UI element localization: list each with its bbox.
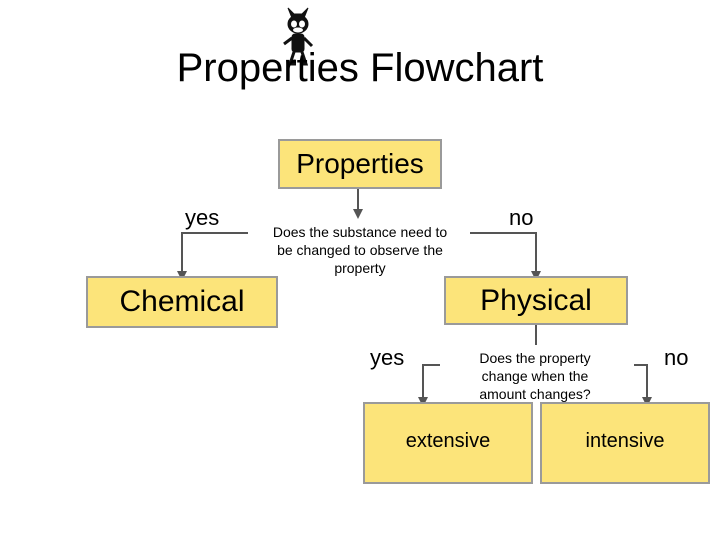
node-intensive-label: intensive <box>586 430 665 453</box>
branch-label-q2-no: no <box>664 345 688 371</box>
branch-label-q1-no: no <box>509 205 533 231</box>
node-physical: Physical <box>444 276 628 325</box>
node-physical-label: Physical <box>480 284 592 318</box>
q2-no-connector <box>634 365 647 402</box>
branch-label-q1-yes: yes <box>185 205 219 231</box>
node-chemical-label: Chemical <box>119 285 244 319</box>
node-chemical: Chemical <box>86 276 278 328</box>
question-amount-change: Does the property change when the amount… <box>460 349 610 403</box>
node-properties-label: Properties <box>296 148 424 180</box>
branch-label-q2-yes: yes <box>370 345 404 371</box>
node-extensive: extensive <box>363 402 533 484</box>
q1-yes-connector <box>182 233 248 276</box>
question-substance-change: Does the substance need to be changed to… <box>270 223 450 277</box>
q1-no-connector <box>470 233 536 276</box>
node-properties: Properties <box>278 139 442 189</box>
node-extensive-label: extensive <box>406 430 491 453</box>
node-intensive: intensive <box>540 402 710 484</box>
q2-yes-connector <box>423 365 440 402</box>
page-title: Properties Flowchart <box>0 42 720 94</box>
